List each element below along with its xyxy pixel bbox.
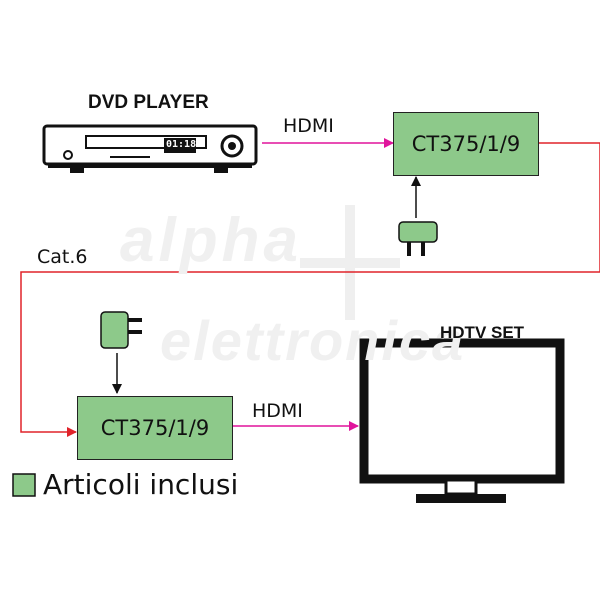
hdmi-label-bottom: HDMI	[252, 400, 303, 422]
dvd-player-label: DVD PLAYER	[88, 92, 209, 113]
dvd-player-icon	[42, 124, 258, 173]
watermark-text: alpha	[120, 206, 302, 275]
transmitter-box: CT375/1/9	[393, 112, 539, 176]
legend-swatch	[12, 473, 36, 497]
watermark-plus	[300, 205, 400, 320]
cat6-cable	[20, 142, 600, 437]
power-adapter-icon	[100, 311, 142, 349]
hdmi-label-top: HDMI	[283, 115, 334, 137]
hdtv-set-label: HDTV SET	[440, 323, 525, 342]
power-adapter-icon	[398, 221, 438, 256]
tv-monitor-icon	[359, 338, 565, 503]
cat6-label: Cat.6	[37, 246, 88, 268]
receiver-box: CT375/1/9	[77, 396, 233, 460]
watermark-text: elettronica	[160, 309, 466, 372]
dvd-display: 01:18	[166, 139, 197, 150]
legend-label: Articoli inclusi	[43, 468, 239, 501]
